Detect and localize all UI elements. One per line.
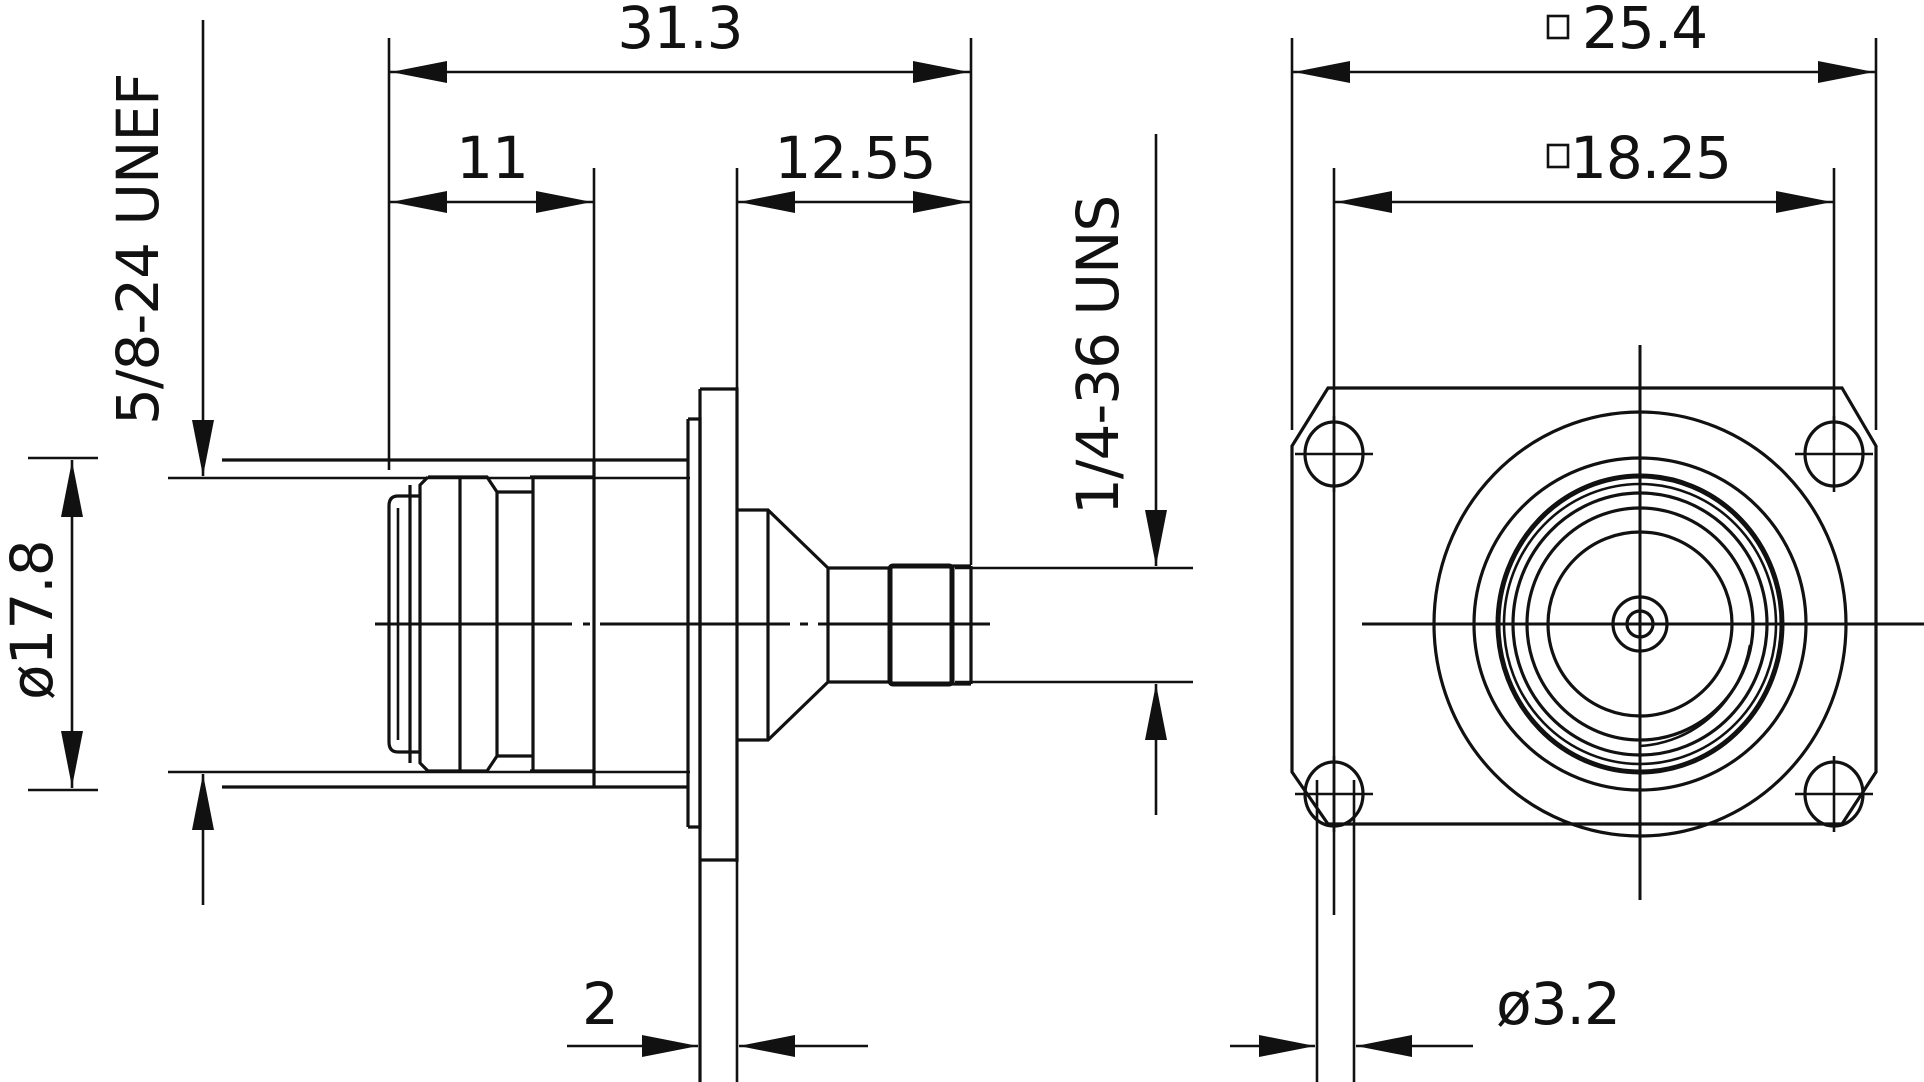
mount-hole-bottom-left	[1295, 756, 1373, 832]
dim-label-12-55: 12.55	[774, 124, 935, 192]
dimension-front-length: 11	[389, 124, 596, 470]
dim-label-2: 2	[582, 970, 618, 1038]
dim-label-31-3: 31.3	[617, 0, 742, 62]
dimension-flange-square: 25.4	[1290, 0, 1878, 430]
thread-label-5-8-24-unef: 5/8-24 UNEF	[104, 74, 172, 425]
square-symbol-icon	[1546, 143, 1570, 169]
thread-label-1-4-36-uns: 1/4-36 UNS	[1064, 196, 1132, 515]
mounting-holes	[1295, 416, 1873, 832]
dimension-front-thread: 5/8-24 UNEF	[104, 20, 690, 905]
side-view: 31.3 11 12.55 5/8-24 UNEF	[0, 0, 1193, 1082]
dimension-rear-length: 12.55	[735, 124, 971, 520]
dimension-body-diameter: ø17.8	[0, 456, 98, 792]
square-symbol-icon	[1546, 14, 1570, 40]
front-view-centerlines	[1362, 345, 1924, 900]
dimension-overall-length: 31.3	[387, 0, 973, 565]
mount-hole-top-left	[1295, 416, 1373, 492]
dim-label-diameter-17-8: ø17.8	[0, 540, 66, 700]
dimension-flange-thickness: 2	[567, 860, 868, 1082]
dimension-mount-hole: ø3.2	[1230, 780, 1621, 1082]
dimension-hole-spacing: 18.25	[1332, 124, 1836, 915]
connector-body-side	[222, 387, 990, 1082]
front-view: 25.4 18.25 ø3.2	[1230, 0, 1924, 1082]
dim-label-25-4: 25.4	[1582, 0, 1707, 62]
mount-hole-top-right	[1795, 416, 1873, 492]
dim-label-18-25: 18.25	[1570, 124, 1731, 192]
dim-label-11: 11	[456, 124, 528, 192]
dim-label-diameter-3-2: ø3.2	[1496, 970, 1620, 1038]
dimension-rear-thread: 1/4-36 UNS	[955, 134, 1193, 815]
mount-hole-bottom-right	[1795, 756, 1873, 832]
